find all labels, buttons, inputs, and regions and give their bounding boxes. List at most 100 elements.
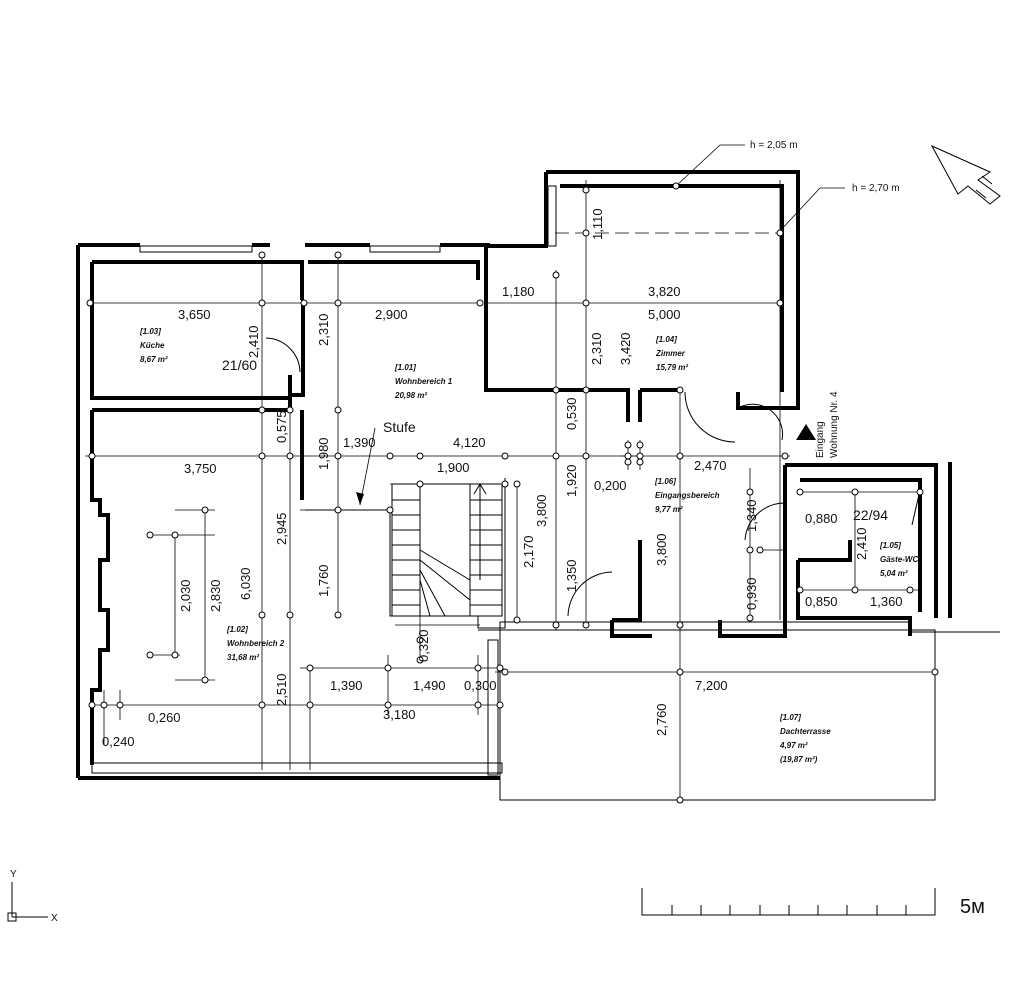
dimension-dot xyxy=(334,611,342,619)
room-name: Zimmer xyxy=(655,349,686,358)
dimension-label: 1,110 xyxy=(590,208,605,240)
dimension-dot xyxy=(334,251,342,259)
dimension-dot xyxy=(916,488,924,496)
dimension-dot xyxy=(334,406,342,414)
dimension-label: 2,830 xyxy=(208,579,223,612)
dimension-dot xyxy=(474,701,482,709)
dimension-dot xyxy=(386,452,394,460)
dimension-dot xyxy=(476,299,484,307)
dimension-dot xyxy=(88,452,96,460)
dimension-label: 1,390 xyxy=(343,435,376,450)
dimension-dot xyxy=(306,701,314,709)
dimension-label: 1,980 xyxy=(316,437,331,470)
room-wohnbereich-1: [1.01] Wohnbereich 1 20,98 m² xyxy=(394,363,453,400)
scale-bar: 5м xyxy=(641,888,985,918)
north-arrow-icon xyxy=(930,144,1001,205)
dimension-label: 4,120 xyxy=(453,435,486,450)
dimension-label: 2,410 xyxy=(854,527,869,560)
room-area: 20,98 m² xyxy=(394,391,427,400)
dimension-dot xyxy=(416,656,424,664)
dimension-label: 3,420 xyxy=(618,332,633,365)
dimension-dots xyxy=(86,182,939,804)
dimension-dot xyxy=(756,546,764,554)
dimension-dot xyxy=(676,386,684,394)
dimension-dot xyxy=(582,386,590,394)
room-gaeste-wc: [1.05] Gäste-WC 5,04 m² xyxy=(879,541,918,578)
room-area: 31,68 m² xyxy=(227,653,259,662)
dimension-dot xyxy=(334,452,342,460)
room-area: 4,97 m² xyxy=(779,741,808,750)
door-label: 22/94 xyxy=(853,507,888,523)
entrance-label: Eingang xyxy=(815,421,826,458)
dimension-dot xyxy=(552,621,560,629)
dimension-dot xyxy=(676,452,684,460)
dimension-label: 2,760 xyxy=(654,703,669,736)
room-id: [1.06] xyxy=(654,477,676,486)
room-name: Eingangsbereich xyxy=(655,491,720,500)
scale-label: 5м xyxy=(960,896,985,918)
dimension-dot xyxy=(384,664,392,672)
dimension-dot xyxy=(501,480,509,488)
dimension-label: 0,930 xyxy=(744,577,759,610)
room-id: [1.01] xyxy=(394,363,416,372)
dimension-dot xyxy=(851,488,859,496)
dimension-dot xyxy=(624,452,632,460)
room-id: [1.05] xyxy=(879,541,901,550)
dimension-label: 1,900 xyxy=(437,460,470,475)
dimension-label: 1,360 xyxy=(870,594,903,609)
dimension-dot xyxy=(582,299,590,307)
dimension-dot xyxy=(552,271,560,279)
dimension-dot xyxy=(171,531,179,539)
dimension-dot xyxy=(286,611,294,619)
dimension-label: 1,390 xyxy=(330,678,363,693)
room-area: 5,04 m² xyxy=(880,569,908,578)
dimension-label: 2,470 xyxy=(694,458,727,473)
dimension-dot xyxy=(258,701,266,709)
height-label: h = 2,05 m xyxy=(750,140,798,151)
dimension-dot xyxy=(86,299,94,307)
dimension-label: 1,490 xyxy=(413,678,446,693)
dimension-dot xyxy=(286,406,294,414)
dimension-dot xyxy=(636,458,644,466)
dimension-label: 3,800 xyxy=(534,494,549,527)
dimension-dot xyxy=(258,611,266,619)
dimension-label: 3,800 xyxy=(654,533,669,566)
dimension-dot xyxy=(300,299,308,307)
dimension-dot xyxy=(384,701,392,709)
dimension-dot xyxy=(496,701,504,709)
dimension-dot xyxy=(746,546,754,554)
stufe-label: Stufe xyxy=(383,419,416,435)
dimension-label: 0,200 xyxy=(594,478,627,493)
dimension-dot xyxy=(582,186,590,194)
room-id: [1.04] xyxy=(655,335,677,344)
dimension-texts: 3,650 2,900 1,180 3,820 5,000 3,750 4,12… xyxy=(102,208,903,749)
dimension-label: 3,650 xyxy=(178,307,211,322)
dimension-label: 3,750 xyxy=(184,461,217,476)
dimension-dot xyxy=(501,452,509,460)
dimension-dot xyxy=(582,621,590,629)
dimension-dot xyxy=(474,664,482,672)
dimension-label: 0,530 xyxy=(564,397,579,430)
dimension-dot xyxy=(334,299,342,307)
dimension-dot xyxy=(501,668,509,676)
room-id: [1.07] xyxy=(779,713,801,722)
dimension-dot xyxy=(582,229,590,237)
room-id: [1.02] xyxy=(226,625,248,634)
room-area-total: (19,87 m²) xyxy=(780,755,818,764)
room-name: Dachterrasse xyxy=(780,727,831,736)
room-name: Wohnbereich 2 xyxy=(227,639,285,648)
dimension-dot xyxy=(776,229,784,237)
dimension-label: 2,170 xyxy=(521,535,536,568)
dimension-dot xyxy=(552,452,560,460)
dimension-dot xyxy=(386,506,394,514)
axis-symbol: Y X xyxy=(7,869,58,924)
dimension-label: 2,510 xyxy=(274,673,289,706)
room-name: Küche xyxy=(140,341,165,350)
dimension-label: 0,575 xyxy=(274,410,289,443)
dimension-dot xyxy=(513,480,521,488)
room-eingangsbereich: [1.06] Eingangsbereich 9,77 m² xyxy=(654,477,720,514)
dimension-dot xyxy=(513,616,521,624)
dimension-dot xyxy=(286,452,294,460)
dimension-dot xyxy=(258,251,266,259)
